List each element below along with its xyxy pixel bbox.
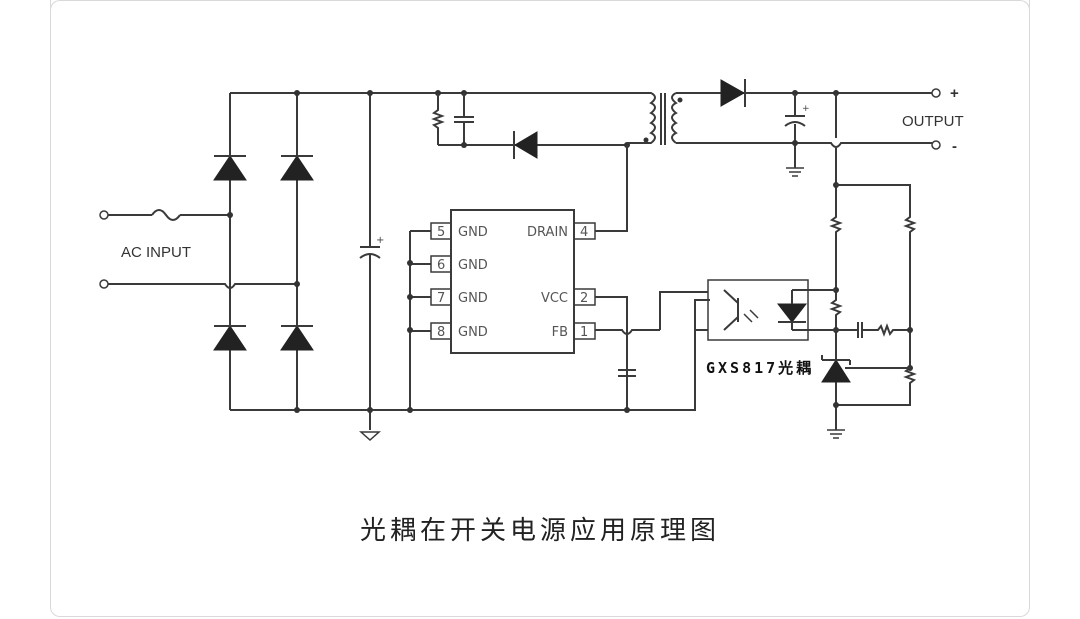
ic-pin-7: 7 GND: [410, 288, 488, 306]
output-minus-terminal: [931, 140, 941, 150]
pin-name: FB: [552, 325, 568, 340]
svg-text:+: +: [802, 104, 810, 114]
ground-icon: [786, 167, 804, 177]
pin-name: GND: [458, 258, 488, 273]
ground-icon: [827, 429, 845, 439]
pin-name: VCC: [541, 291, 568, 306]
ic-pin-5: 5 GND: [410, 222, 488, 240]
pin-name: GND: [458, 291, 488, 306]
pin-number: 7: [437, 291, 445, 306]
snubber: [431, 90, 630, 232]
optocoupler-icon: [659, 279, 836, 410]
optocoupler-label: GXS817光耦: [706, 359, 814, 377]
pin-name: DRAIN: [527, 225, 568, 240]
transformer-icon: [627, 92, 932, 148]
output-plus-terminal: [931, 88, 941, 98]
ic-pin-8: 8 GND: [410, 322, 488, 340]
output-label: OUTPUT: [902, 113, 964, 130]
ic-pin-6: 6 GND: [410, 255, 488, 273]
diode-icon: [280, 325, 314, 351]
zener-diode-icon: [821, 355, 851, 383]
pin-number: 1: [580, 325, 588, 340]
ic-pin-1: 1 FB: [552, 322, 596, 340]
feedback-network: [821, 93, 917, 439]
bulk-capacitor: +: [359, 90, 384, 442]
fuse-icon: [151, 209, 181, 221]
diode-icon: [513, 131, 538, 159]
pin-number: 4: [580, 225, 588, 240]
diode-icon: [213, 155, 247, 181]
pin-number: 6: [437, 258, 445, 273]
pin-name: GND: [458, 225, 488, 240]
diode-icon: [720, 79, 746, 107]
bridge-rectifier: [213, 90, 710, 413]
ground-icon: [359, 431, 381, 442]
diagram-frame: [50, 0, 1030, 617]
ac-input-label: AC INPUT: [121, 244, 191, 261]
diode-icon: [280, 155, 314, 181]
output-minus-label: -: [952, 138, 957, 155]
pin-number: 2: [580, 291, 588, 306]
output-rectifier: +: [720, 79, 941, 177]
diode-icon: [213, 325, 247, 351]
ic-pin-2: 2 VCC: [541, 288, 596, 306]
pin-number: 5: [437, 225, 445, 240]
pin-number: 8: [437, 325, 445, 340]
diagram-title: 光耦在开关电源应用原理图: [359, 516, 720, 546]
svg-text:+: +: [376, 235, 384, 246]
output-plus-label: +: [950, 85, 959, 102]
ic-pin-4: 4 DRAIN: [527, 222, 596, 240]
pin-name: GND: [458, 325, 488, 340]
